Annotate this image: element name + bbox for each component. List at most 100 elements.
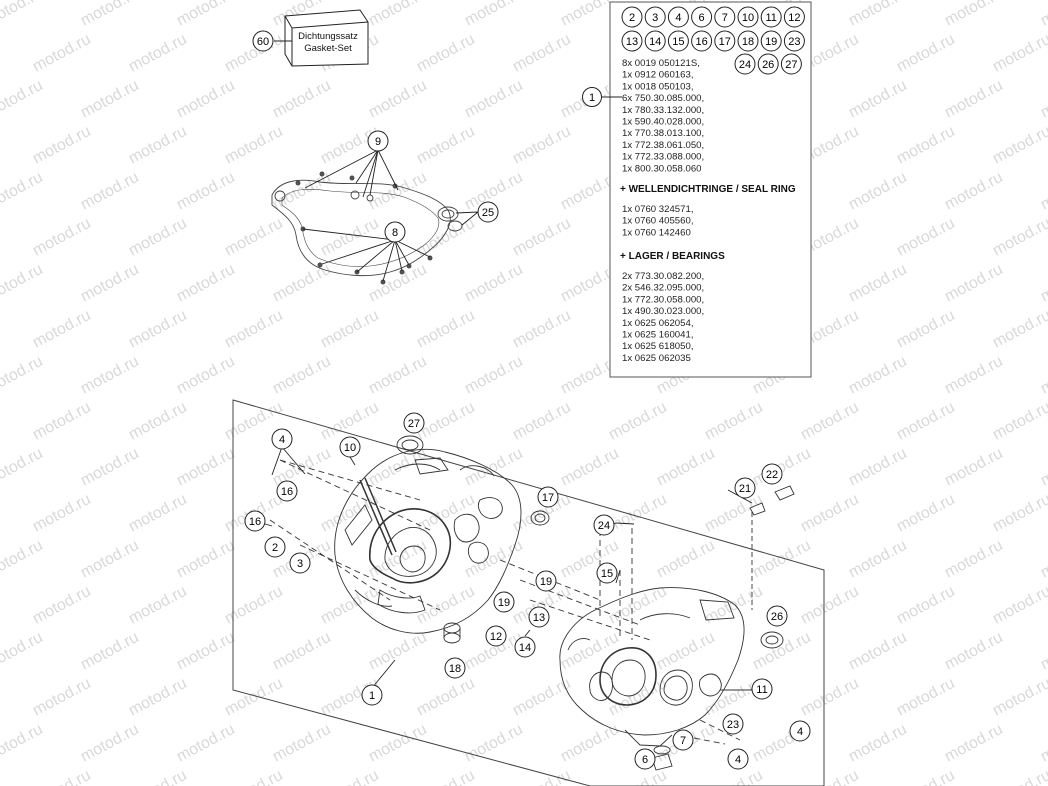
kit-circle-number: 23 [788, 36, 800, 48]
callout-19-mid[interactable]: 19 [493, 591, 515, 613]
callout-6[interactable]: 6 [634, 748, 656, 770]
watermark-text: motod.ru [30, 767, 94, 786]
watermark-text: motod.ru [750, 537, 814, 582]
kit-circle-11: 11 [760, 6, 782, 28]
kit-circle-6: 6 [691, 6, 713, 28]
kit-circle-number: 19 [765, 36, 777, 48]
callout-9[interactable]: 9 [367, 130, 389, 152]
watermark-text: motod.ru [990, 399, 1048, 444]
watermark-text: motod.ru [942, 77, 1006, 122]
watermark-text: motod.ru [942, 261, 1006, 306]
callout-1-diagram[interactable]: 1 [361, 684, 383, 706]
watermark-text: motod.ru [318, 767, 382, 786]
watermark-text: motod.ru [1038, 721, 1048, 766]
callout-15[interactable]: 15 [596, 562, 618, 584]
kit-circle-number: 2 [629, 12, 635, 24]
callout-21[interactable]: 21 [734, 477, 756, 499]
watermark-text: motod.ru [558, 721, 622, 766]
callout-19-mid-number: 19 [498, 597, 510, 609]
watermark-text: motod.ru [606, 491, 670, 536]
callout-16-lower[interactable]: 16 [244, 510, 266, 532]
watermark-text: motod.ru [846, 629, 910, 674]
callout-4-left[interactable]: 4 [271, 428, 293, 450]
watermark-text: motod.ru [990, 491, 1048, 536]
watermark-text: motod.ru [174, 537, 238, 582]
callout-1-list[interactable]: 1 [582, 87, 602, 107]
watermark-text: motod.ru [366, 77, 430, 122]
watermark-text: motod.ru [270, 77, 334, 122]
watermark-text: motod.ru [270, 721, 334, 766]
callout-12-number: 12 [490, 631, 502, 643]
callout-25[interactable]: 25 [477, 201, 499, 223]
watermark-text: motod.ru [318, 583, 382, 628]
parts-list-line: 1x 0760 142460 [622, 227, 691, 238]
callout-24[interactable]: 24 [593, 514, 615, 536]
kit-circle-16: 16 [691, 30, 713, 52]
callout-8[interactable]: 8 [384, 221, 406, 243]
watermark-text: motod.ru [990, 767, 1048, 786]
watermark-text: motod.ru [510, 215, 574, 260]
watermark-text: motod.ru [78, 353, 142, 398]
parts-list-line: 1x 772.30.058.000, [622, 294, 704, 305]
watermark-text: motod.ru [990, 31, 1048, 76]
callout-23[interactable]: 23 [722, 713, 744, 735]
callout-2[interactable]: 2 [264, 536, 286, 558]
watermark-text: motod.ru [1038, 353, 1048, 398]
watermark-text: motod.ru [78, 721, 142, 766]
callout-10[interactable]: 10 [339, 436, 361, 458]
callout-27[interactable]: 27 [403, 412, 425, 434]
watermark-text: motod.ru [1038, 77, 1048, 122]
callout-4-right[interactable]: 4 [789, 720, 811, 742]
watermark-text: motod.ru [174, 721, 238, 766]
callout-3-number: 3 [297, 558, 303, 570]
callout-12[interactable]: 12 [485, 625, 507, 647]
callout-6-number: 6 [642, 754, 648, 766]
callout-14[interactable]: 14 [514, 636, 536, 658]
watermark-text: motod.ru [798, 491, 862, 536]
callout-17[interactable]: 17 [537, 486, 559, 508]
watermark-text: motod.ru [1038, 537, 1048, 582]
parts-list-line: 1x 0625 618050, [622, 341, 694, 352]
seal-ring-heading: + WELLENDICHTRINGE / SEAL RING [620, 184, 796, 195]
callout-18[interactable]: 18 [444, 657, 466, 679]
watermark-text: motod.ru [990, 307, 1048, 352]
parts-list-line: 1x 490.30.023.000, [622, 306, 704, 317]
callout-19-right[interactable]: 19 [535, 570, 557, 592]
watermark-text: motod.ru [654, 537, 718, 582]
callout-22[interactable]: 22 [761, 463, 783, 485]
callout-13[interactable]: 13 [528, 606, 550, 628]
watermark-text: motod.ru [510, 123, 574, 168]
callout-26[interactable]: 26 [766, 605, 788, 627]
watermark-text: motod.ru [798, 767, 862, 786]
watermark-text: motod.ru [126, 215, 190, 260]
watermark-text: motod.ru [0, 629, 46, 674]
callout-7[interactable]: 7 [672, 729, 694, 751]
watermark-text: motod.ru [270, 445, 334, 490]
watermark-text: motod.ru [366, 169, 430, 214]
callout-3[interactable]: 3 [289, 552, 311, 574]
callout-11[interactable]: 11 [751, 678, 773, 700]
watermark-text: motod.ru [270, 353, 334, 398]
callout-15-number: 15 [601, 568, 613, 580]
callout-16-upper[interactable]: 16 [276, 480, 298, 502]
watermark-text: motod.ru [78, 261, 142, 306]
kit-circle-number: 11 [765, 12, 776, 24]
watermark-text: motod.ru [414, 307, 478, 352]
watermark-text: motod.ru [702, 491, 766, 536]
watermark-text: motod.ru [126, 307, 190, 352]
watermark-text: motod.ru [30, 491, 94, 536]
kit-circle-10: 10 [737, 6, 759, 28]
callout-11-number: 11 [756, 684, 767, 696]
watermark-text: motod.ru [0, 169, 46, 214]
parts-list-line: 1x 0625 062035 [622, 353, 691, 364]
gasket-kit-label-1: Dichtungssatz [298, 31, 358, 42]
kit-circle-27: 27 [780, 53, 802, 75]
callout-60[interactable]: 60 [252, 30, 274, 52]
watermark-text: motod.ru [894, 583, 958, 628]
callout-4-bottom[interactable]: 4 [727, 748, 749, 770]
gasket-group [271, 149, 479, 285]
parts-list-line: 2x 773.30.082.200, [622, 271, 704, 282]
watermark-text: motod.ru [0, 261, 46, 306]
watermark-text: motod.ru [462, 445, 526, 490]
